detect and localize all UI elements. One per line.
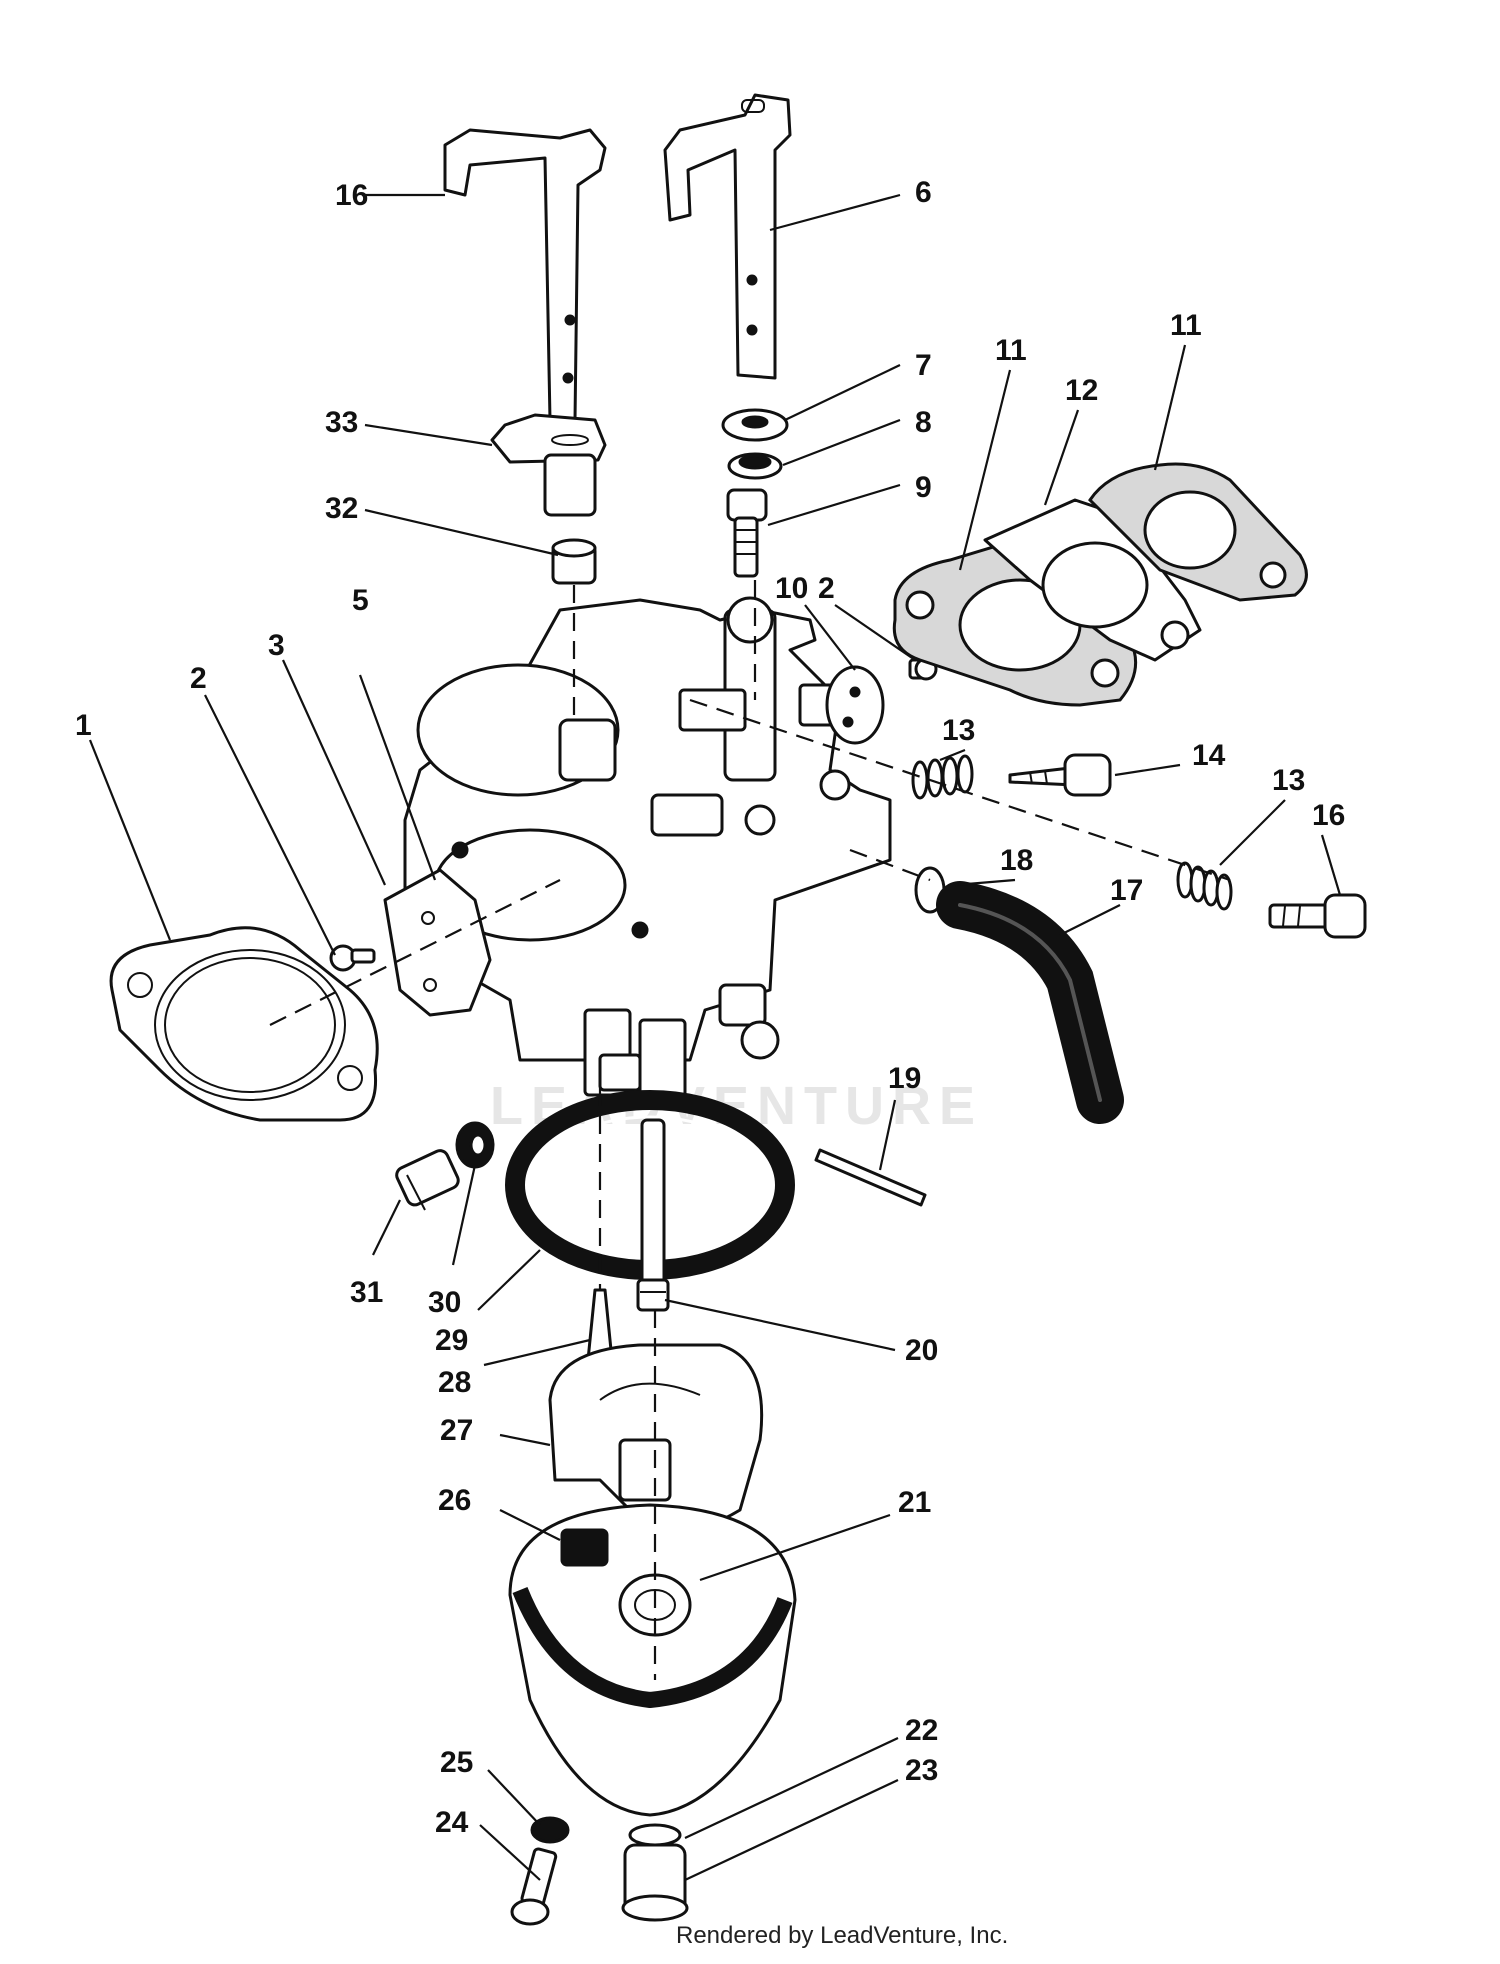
part-6-throttle-shaft xyxy=(663,93,792,380)
part-22-washer xyxy=(628,1823,682,1847)
callout-22: 22 xyxy=(905,1714,938,1747)
part-33-choke-arm xyxy=(490,413,607,517)
callout-26: 26 xyxy=(438,1484,471,1517)
part-26-fuel-bowl xyxy=(508,1503,797,1817)
part-10-choke-plate xyxy=(825,665,885,745)
callout-16: 16 xyxy=(1312,799,1345,832)
callout-28: 28 xyxy=(438,1366,471,1399)
part-17-fuel-hose xyxy=(936,881,1124,1124)
callout-30: 30 xyxy=(428,1286,461,1319)
part-30-washer xyxy=(455,1121,495,1169)
part-23-bowl-nut xyxy=(621,1843,689,1922)
callout-7: 7 xyxy=(915,349,932,382)
callout-5: 16 xyxy=(335,179,368,212)
callout-32: 32 xyxy=(325,492,358,525)
part-2-screw-left xyxy=(329,944,376,972)
callout-17: 17 xyxy=(1110,874,1143,907)
callout-24: 24 xyxy=(435,1806,469,1839)
callout-27: 27 xyxy=(440,1414,473,1447)
callout-33: 33 xyxy=(325,406,358,439)
part-19-pin xyxy=(814,1148,927,1207)
callout-1: 1 xyxy=(75,709,92,742)
callout-31: 31 xyxy=(350,1276,383,1309)
callout-2-right: 2 xyxy=(818,572,835,605)
part-5-choke-lever xyxy=(443,128,607,422)
callout-3: 3 xyxy=(268,629,285,662)
callout-12: 12 xyxy=(1065,374,1098,407)
part-31-drain-screw xyxy=(395,1149,460,1211)
part-12-spacer xyxy=(983,498,1202,662)
callout-numbers: 16 6 7 8 9 11 12 11 10 2 13 14 13 16 17 … xyxy=(75,176,1345,1839)
callout-10: 10 xyxy=(775,572,808,605)
callout-2-left: 2 xyxy=(190,662,207,695)
callout-29: 29 xyxy=(435,1324,468,1357)
callout-4: 5 xyxy=(352,584,369,617)
callout-9: 9 xyxy=(915,471,932,504)
part-8-seal xyxy=(727,452,783,480)
callout-21: 21 xyxy=(898,1486,931,1519)
footer-credit: Rendered by LeadVenture, Inc. xyxy=(676,1922,1009,1949)
callout-13-lower: 13 xyxy=(1272,764,1305,797)
callout-leaders xyxy=(88,193,1342,1881)
part-14-idle-screw xyxy=(1008,753,1112,797)
callout-20: 20 xyxy=(905,1334,938,1367)
part-11-gasket-rear xyxy=(1088,462,1308,602)
callout-8: 8 xyxy=(915,406,932,439)
callout-11-right: 11 xyxy=(1170,309,1202,342)
part-7-washer xyxy=(721,408,789,442)
callout-18: 18 xyxy=(1000,844,1033,877)
part-16-mixture-screw xyxy=(1268,893,1367,939)
callout-14: 14 xyxy=(1192,739,1226,772)
callout-6: 6 xyxy=(915,176,932,209)
callout-23: 23 xyxy=(905,1754,938,1787)
part-32-bushing xyxy=(551,538,597,585)
assembly-center-lines xyxy=(269,580,1231,1680)
callout-13-upper: 13 xyxy=(942,714,975,747)
part-4-carburetor-body xyxy=(403,596,892,1102)
part-25-washer xyxy=(530,1816,570,1844)
callout-25: 25 xyxy=(440,1746,473,1779)
part-13-spring-lower xyxy=(1176,861,1233,911)
part-1-gasket xyxy=(109,926,379,1122)
part-3-throttle-plate xyxy=(383,868,492,1017)
part-20-float-needle-shaft xyxy=(636,1118,670,1312)
part-13-spring-upper xyxy=(911,754,974,800)
callout-11-left: 11 xyxy=(995,334,1027,367)
part-9-throttle-stop-screw xyxy=(726,488,768,578)
callout-19: 19 xyxy=(888,1062,921,1095)
